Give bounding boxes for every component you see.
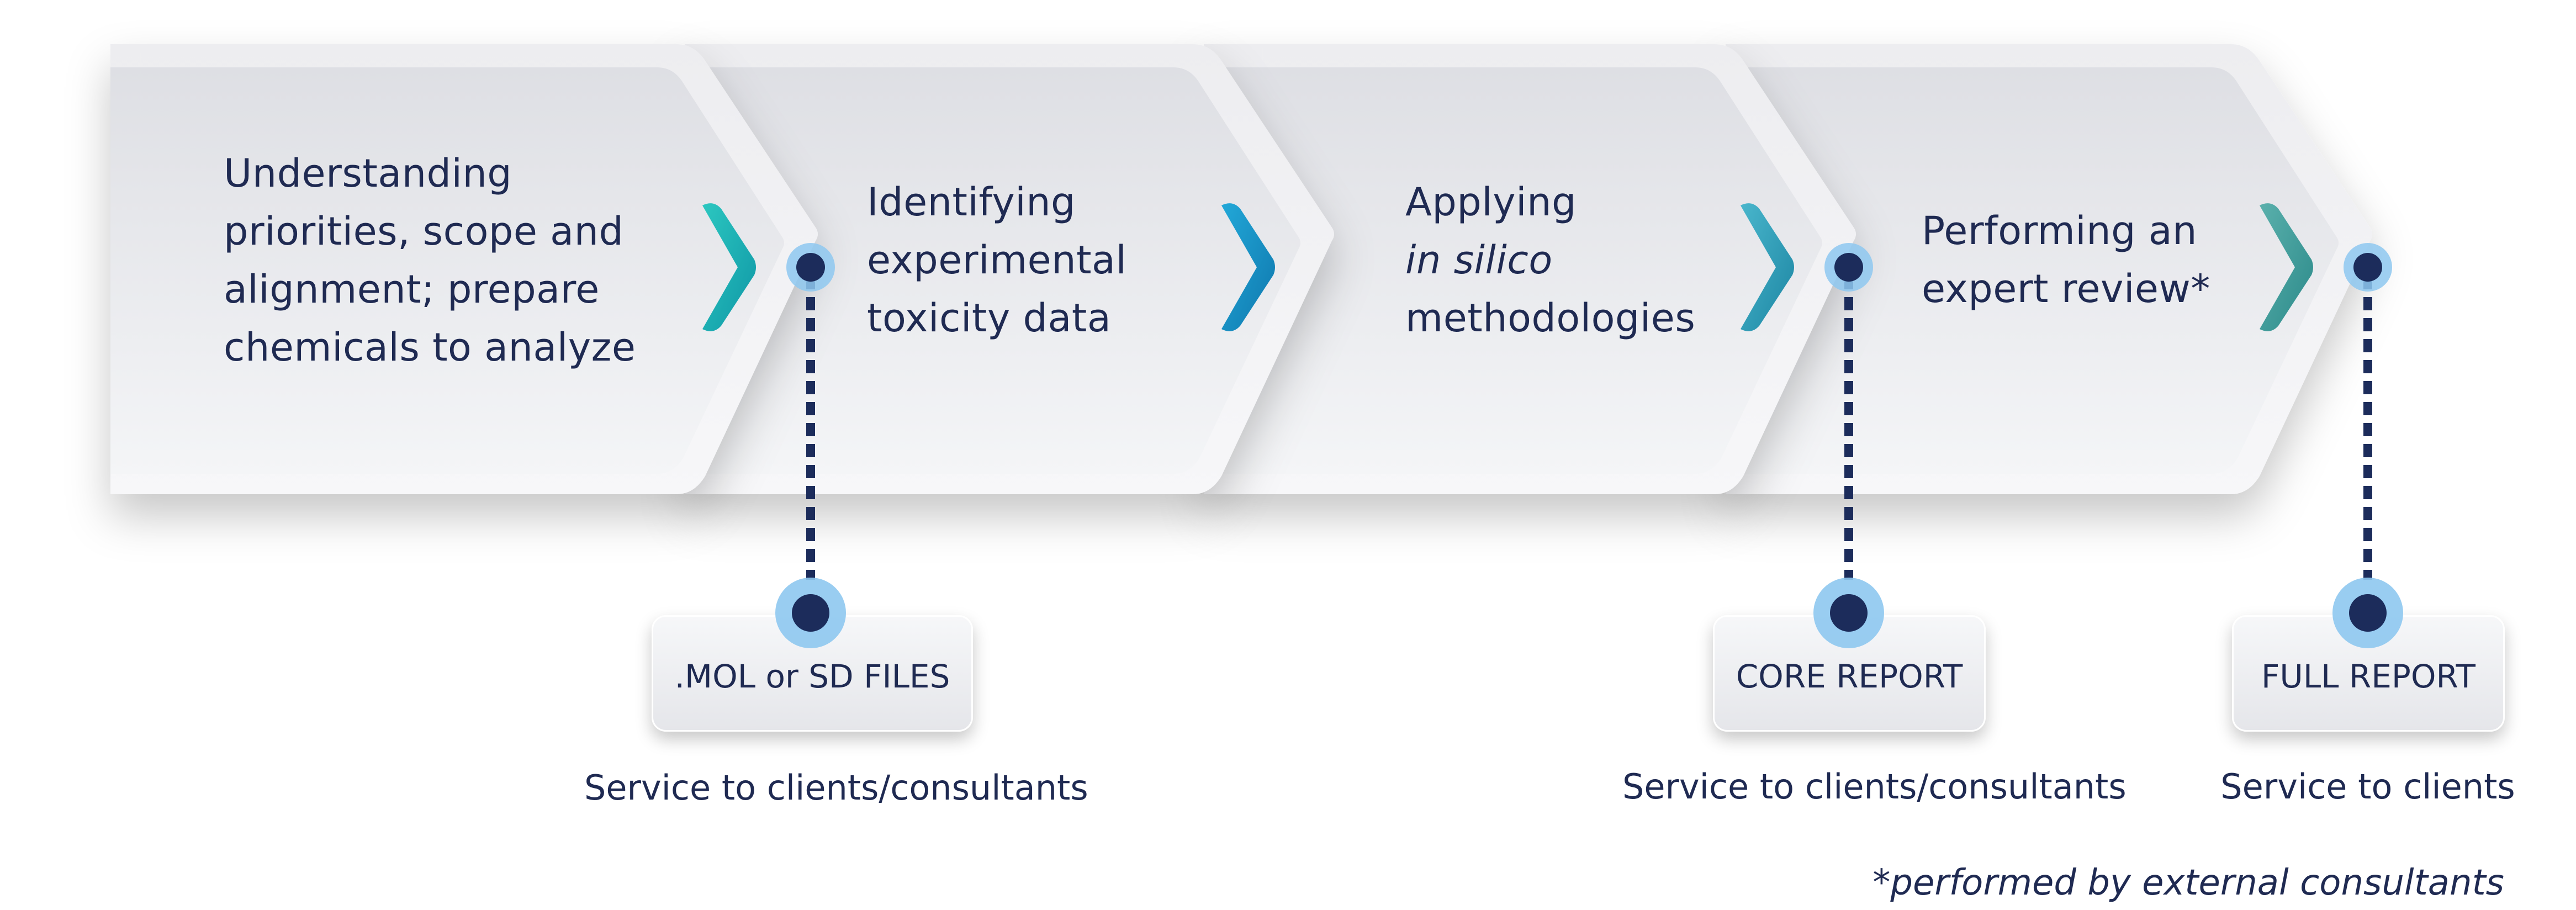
step-1-line: chemicals to analyze: [224, 325, 636, 370]
output-box-full-report: FULL REPORT: [2232, 615, 2505, 732]
step-card-3: [1204, 44, 1856, 494]
step-2-text: Identifying experimental toxicity data: [867, 173, 1126, 347]
connector-node: [786, 243, 835, 292]
step-4-line: Performing an: [1922, 208, 2198, 253]
service-caption: Service to clients/consultants: [584, 768, 1088, 808]
step-2-line: Identifying: [867, 179, 1076, 225]
step-3-line: Applying: [1405, 179, 1577, 225]
output-box-label: .MOL or SD FILES: [674, 657, 950, 695]
chevron-right-icon: [702, 203, 756, 331]
step-card-1: [110, 44, 818, 494]
service-caption: Service to clients/consultants: [1622, 766, 2127, 807]
step-3-line-italic: in silico: [1405, 237, 1553, 283]
step-1-line: priorities, scope and: [224, 209, 624, 254]
connector-node: [1824, 243, 1873, 292]
output-box-core-report: CORE REPORT: [1713, 615, 1986, 732]
step-1-line: Understanding: [224, 151, 512, 196]
output-box-mol-files: .MOL or SD FILES: [652, 615, 973, 732]
step-1-line: alignment; prepare: [224, 267, 600, 312]
output-box-label: CORE REPORT: [1736, 657, 1963, 695]
step-4-text: Performing an expert review*: [1922, 202, 2210, 318]
chevron-right-icon: [1741, 203, 1794, 331]
chevron-right-icon: [2260, 203, 2313, 331]
step-card-2: [685, 44, 1334, 494]
step-3-line: methodologies: [1405, 295, 1696, 341]
step-4-line: expert review*: [1922, 266, 2210, 311]
service-caption: Service to clients: [2220, 766, 2515, 807]
step-2-line: toxicity data: [867, 295, 1112, 341]
connector-node: [2344, 243, 2392, 292]
chevron-right-icon: [1221, 203, 1275, 331]
output-box-label: FULL REPORT: [2261, 657, 2476, 695]
step-3-text: Applying in silico methodologies: [1405, 173, 1695, 347]
footnote: *performed by external consultants: [1873, 863, 2504, 903]
step-2-line: experimental: [867, 237, 1127, 283]
step-1-text: Understanding priorities, scope and alig…: [224, 145, 636, 377]
step-card-4: [1726, 44, 2372, 494]
